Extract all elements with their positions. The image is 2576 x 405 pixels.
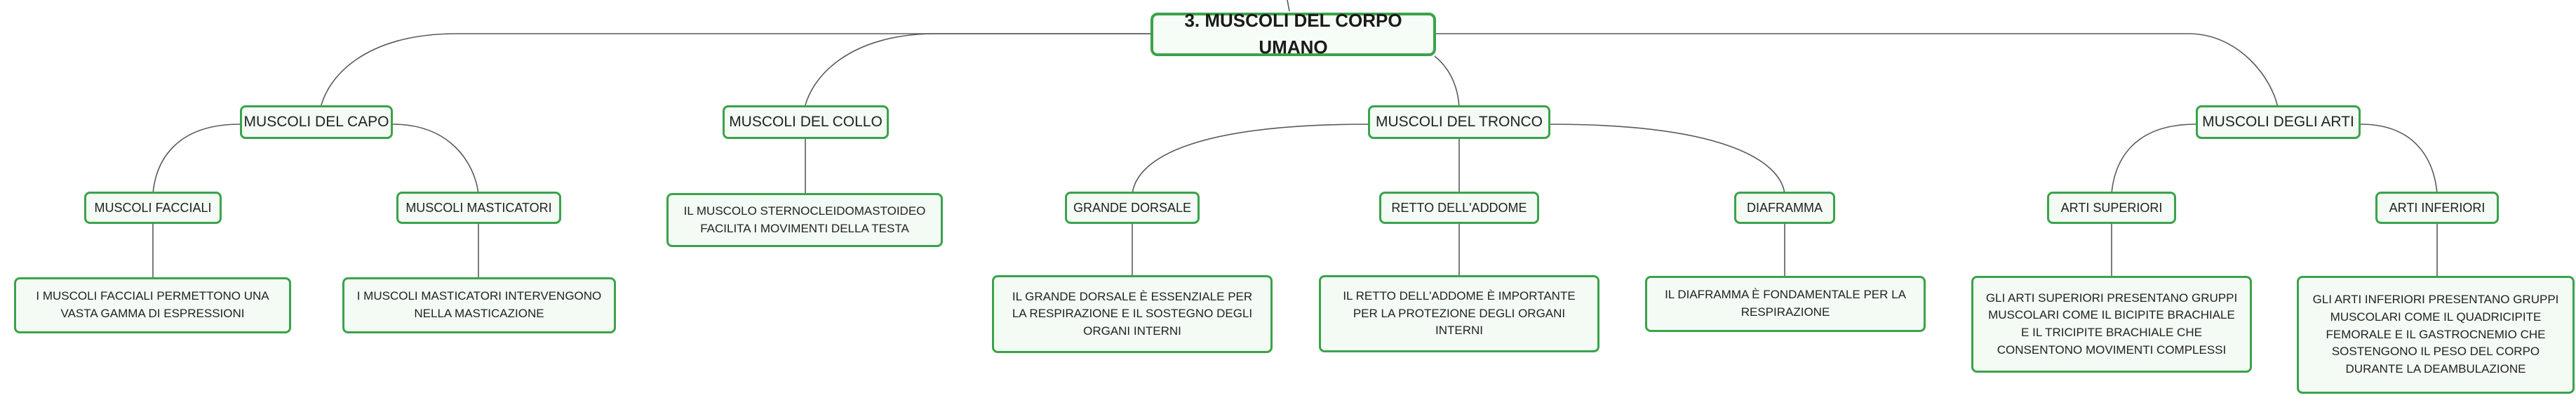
leaf-dorsale-desc[interactable]: IL GRANDE DORSALE È ESSENZIALE PER LA RE… [992,275,1273,353]
leaf-collo-desc[interactable]: IL MUSCOLO STERNOCLEIDOMASTOIDEO FACILIT… [666,193,943,247]
leaf-text: GLI ARTI SUPERIORI PRESENTANO GRUPPI MUS… [1985,291,2238,357]
connector-tronco-dorsale [1132,124,1369,194]
connector-root-arti [1435,33,2279,112]
leaf-text: IL GRANDE DORSALE È ESSENZIALE PER LA RE… [1012,289,1253,338]
leaf-text: I MUSCOLI MASTICATORI INTERVENGONO NELLA… [356,289,602,320]
leaf-text: IL MUSCOLO STERNOCLEIDOMASTOIDEO FACILIT… [683,204,926,235]
subtopic-arti-inferiori[interactable]: ARTI INFERIORI [2375,192,2499,224]
subtopic-label: GRANDE DORSALE [1073,200,1192,215]
subtopic-label: RETTO DELL'ADDOME [1391,200,1527,215]
leaf-text: GLI ARTI INFERIORI PRESENTANO GRUPPI MUS… [2312,293,2559,376]
subtopic-label: DIAFRAMMA [1747,200,1823,215]
subtopic-label: ARTI INFERIORI [2389,200,2486,215]
subtopic-grande-dorsale[interactable]: GRANDE DORSALE [1065,192,1200,224]
topic-label: MUSCOLI DEL TRONCO [1375,113,1543,130]
connector-parent [1287,0,1290,12]
subtopic-label: MUSCOLI MASTICATORI [405,200,552,215]
leaf-facciali-desc[interactable]: I MUSCOLI FACCIALI PERMETTONO UNA VASTA … [14,277,291,333]
connector-root-tronco [1434,55,1460,112]
connector-capo-facciali [152,124,241,194]
topic-muscoli-capo[interactable]: MUSCOLI DEL CAPO [240,105,393,139]
subtopic-muscoli-facciali[interactable]: MUSCOLI FACCIALI [84,192,222,224]
connector-arti-inferiori [2360,124,2438,194]
leaf-addome-desc[interactable]: IL RETTO DELL'ADDOME È IMPORTANTE PER LA… [1319,275,1599,352]
leaf-text: I MUSCOLI FACCIALI PERMETTONO UNA VASTA … [36,289,269,320]
subtopic-retto-addome[interactable]: RETTO DELL'ADDOME [1379,192,1539,224]
root-topic-label: 3. MUSCOLI DEL CORPO UMANO [1184,10,1402,58]
topic-muscoli-collo[interactable]: MUSCOLI DEL COLLO [723,105,889,139]
connector-root-collo [803,33,1151,112]
connector-root-capo [319,33,1151,112]
leaf-masticatori-desc[interactable]: I MUSCOLI MASTICATORI INTERVENGONO NELLA… [342,277,616,333]
topic-label: MUSCOLI DEL COLLO [729,113,883,130]
subtopic-muscoli-masticatori[interactable]: MUSCOLI MASTICATORI [396,192,561,224]
subtopic-arti-superiori[interactable]: ARTI SUPERIORI [2047,192,2176,224]
topic-muscoli-tronco[interactable]: MUSCOLI DEL TRONCO [1368,105,1550,139]
root-topic[interactable]: 3. MUSCOLI DEL CORPO UMANO [1151,10,1436,58]
leaf-diaframma-desc[interactable]: IL DIAFRAMMA È FONDAMENTALE PER LA RESPI… [1645,276,1926,332]
topic-label: MUSCOLI DEGLI ARTI [2202,113,2354,130]
connector-capo-masticatori [392,124,479,194]
leaf-superiori-desc[interactable]: GLI ARTI SUPERIORI PRESENTANO GRUPPI MUS… [1971,276,2252,373]
subtopic-label: MUSCOLI FACCIALI [94,200,212,215]
topic-muscoli-arti[interactable]: MUSCOLI DEGLI ARTI [2196,105,2361,139]
subtopic-label: ARTI SUPERIORI [2060,200,2163,215]
leaf-text: IL DIAFRAMMA È FONDAMENTALE PER LA RESPI… [1665,288,1906,319]
topic-label: MUSCOLI DEL CAPO [243,113,389,130]
leaf-text: IL RETTO DELL'ADDOME È IMPORTANTE PER LA… [1343,289,1576,338]
leaf-inferiori-desc[interactable]: GLI ARTI INFERIORI PRESENTANO GRUPPI MUS… [2297,276,2575,394]
subtopic-diaframma[interactable]: DIAFRAMMA [1734,192,1835,224]
connector-arti-superiori [2111,124,2196,194]
connector-tronco-diaframma [1550,124,1785,194]
